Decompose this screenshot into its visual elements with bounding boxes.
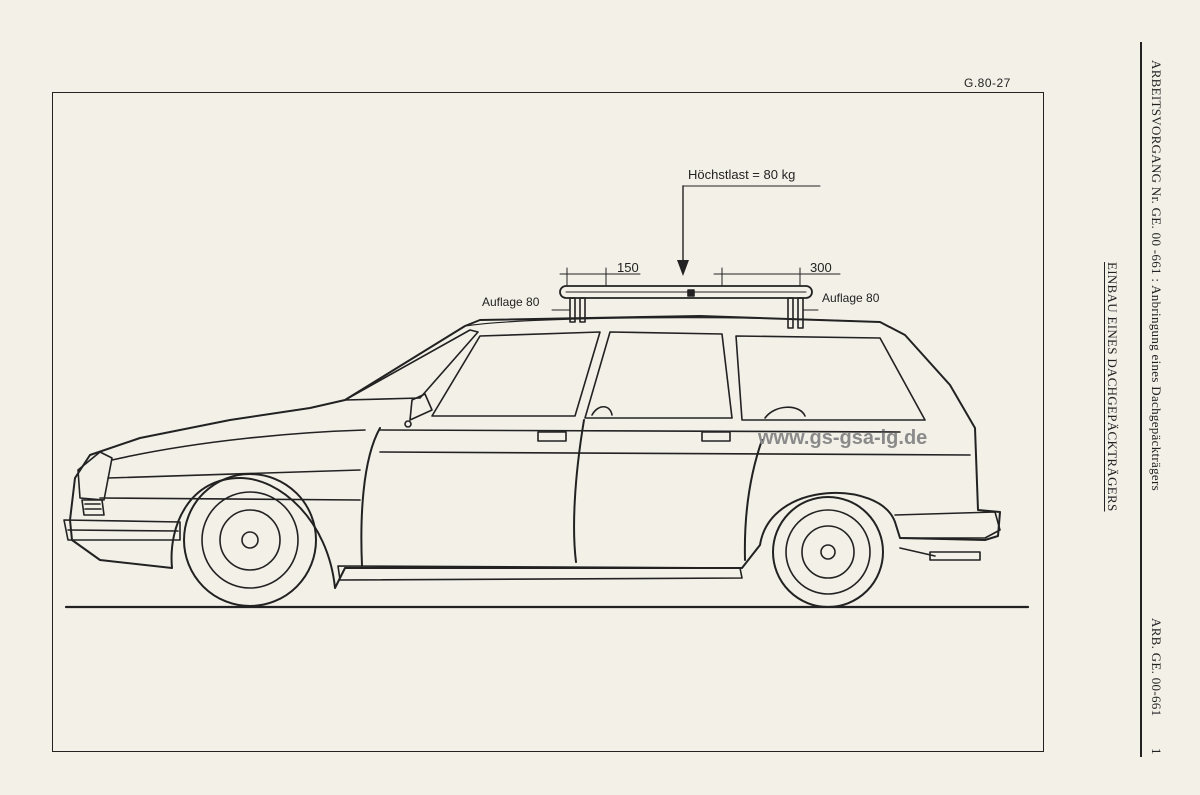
operation-subtitle: EINBAU EINES DACHGEPÄCKTRÄGERS — [1105, 262, 1120, 512]
front-dimension-value: 150 — [617, 260, 639, 275]
watermark-url: www.gs-gsa-ig.de — [757, 427, 927, 449]
front-dimension — [559, 267, 641, 287]
rear-door-handle — [701, 431, 731, 442]
front-window — [431, 331, 601, 417]
operation-code: ARB. GE. 00-661 — [1149, 618, 1164, 717]
load-arrow — [682, 185, 821, 263]
cargo-window — [735, 335, 926, 421]
door-sill — [337, 565, 743, 581]
windshield — [344, 329, 479, 401]
front-grille — [81, 499, 105, 516]
front-support-label: Auflage 80 — [482, 295, 540, 309]
load-arrowhead — [677, 260, 689, 276]
margin-rule — [1140, 42, 1142, 757]
hood-line — [111, 429, 366, 461]
exhaust-pipe — [929, 551, 981, 561]
max-load-label: Höchstlast = 80 kg — [688, 167, 795, 182]
headlight — [77, 451, 113, 501]
car-body-outline — [69, 315, 1001, 589]
front-door-edge — [360, 427, 381, 567]
roof-rack — [559, 285, 813, 329]
front-wheel — [183, 473, 317, 607]
rear-wheel — [772, 496, 884, 608]
rear-dimension-value: 300 — [810, 260, 832, 275]
figure-code: G.80-27 — [964, 76, 1011, 90]
front-door-handle — [537, 431, 567, 442]
rear-window — [584, 331, 733, 419]
page-number: 1 — [1149, 748, 1164, 755]
side-mirror — [409, 393, 433, 421]
rear-door-edge — [743, 439, 763, 561]
rear-dimension — [713, 267, 841, 287]
drawing-frame — [52, 92, 1044, 752]
center-door-gap — [573, 419, 585, 563]
operation-title: ARBEITSVORGANG Nr. GE. 00 -661 : Anbring… — [1149, 60, 1164, 491]
front-bumper — [63, 519, 181, 541]
rear-support-label: Auflage 80 — [822, 291, 880, 305]
rear-bumper — [894, 511, 1001, 539]
